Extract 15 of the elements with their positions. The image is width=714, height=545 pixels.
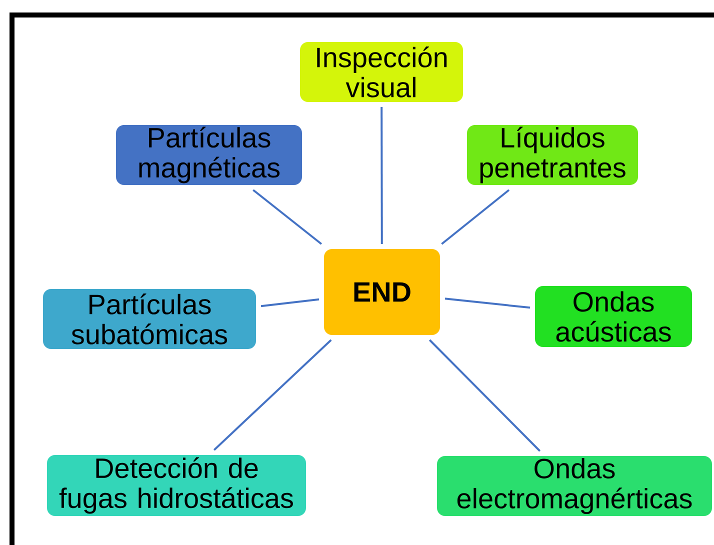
- connector-line: [252, 189, 322, 245]
- method-box: Detección de fugas hidrostáticas: [47, 455, 306, 516]
- connector-line: [380, 107, 383, 244]
- method-box: Ondas acústicas: [535, 286, 692, 347]
- connector-line: [444, 298, 530, 309]
- center-box: END: [324, 249, 440, 335]
- connector-line: [213, 339, 332, 451]
- method-box: Partículas magnéticas: [116, 125, 302, 185]
- method-box: Partículas subatómicas: [43, 289, 256, 349]
- connector-line: [441, 189, 510, 245]
- connector-line: [428, 339, 541, 452]
- method-box: Líquidos penetrantes: [467, 125, 638, 185]
- connector-line: [260, 298, 320, 308]
- method-box: Ondas electromagnérticas: [437, 456, 712, 516]
- method-box: Inspección visual: [300, 42, 463, 102]
